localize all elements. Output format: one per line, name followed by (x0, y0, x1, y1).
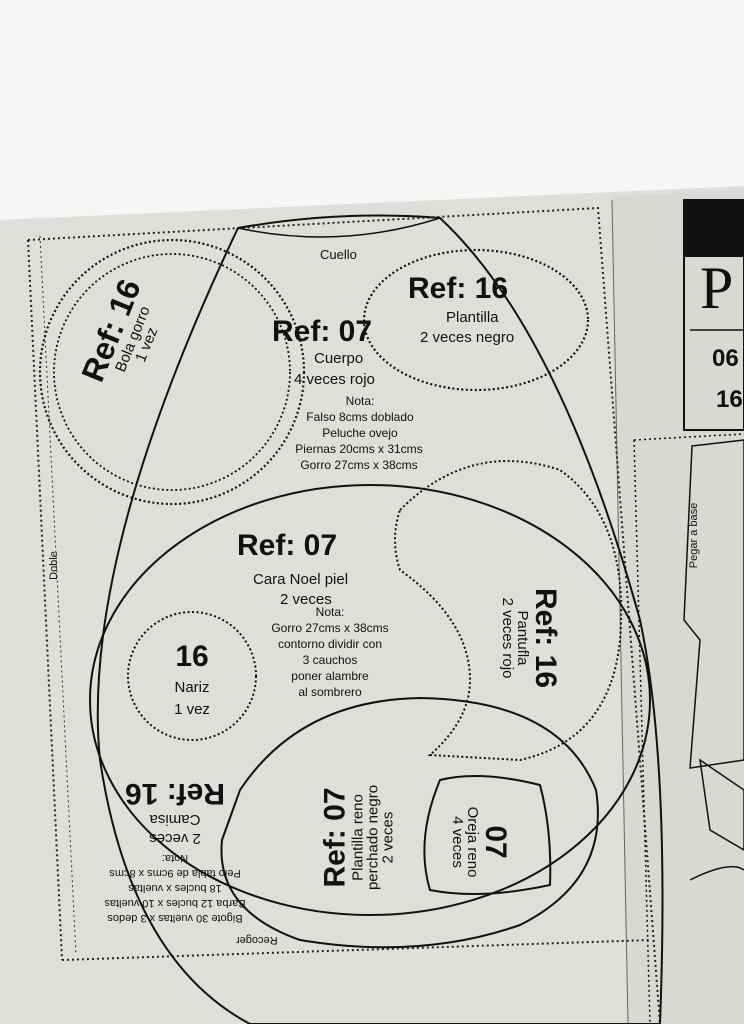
camisa-nota-1: Pelo tabla de 9cms x 8cms (109, 867, 241, 879)
cuerpo-outline (96, 214, 664, 1024)
plantilla-oval (362, 248, 590, 392)
edge-code-1: 06 (712, 345, 739, 372)
camisa-nota-3: Barba 12 bucles x 10 vueltas (104, 897, 246, 909)
oreja-reno-label: 07 Oreja reno 4 veces (449, 782, 512, 902)
plantilla-ref: Ref: 16 (408, 272, 509, 305)
cuerpo-nota-1: Falso 8cms doblado (306, 410, 414, 424)
cara-qty: 2 veces (280, 591, 332, 608)
edge-logo-text: P (700, 255, 734, 321)
camisa-ref: Ref: 16 (124, 777, 226, 810)
plantilla-qty: 2 veces negro (420, 329, 515, 346)
pantufla-qty: 2 veces rojo (499, 597, 516, 679)
plantilla-reno-desc: perchado negro (364, 784, 382, 891)
plantilla-reno-qty: 2 veces (379, 811, 397, 864)
cuerpo-nota-label: Nota: (345, 394, 375, 408)
pantufla-name: Pantufla (514, 610, 531, 666)
cara-nota-label: Nota: (315, 605, 345, 619)
cara-nota-5: al sombrero (298, 685, 362, 699)
camisa-qty: 2 veces (149, 830, 201, 847)
cara-nota-1: Gorro 27cms x 38cms (271, 621, 389, 635)
nariz-num: 16 (175, 640, 209, 673)
label-doble: Doble (47, 551, 60, 580)
cara-nota-3: 3 cauchos (302, 653, 358, 667)
camisa-nota-4: Bigote 30 vueltas x 3 dedos (107, 912, 243, 924)
nariz-qty: 1 vez (174, 701, 210, 718)
cuerpo-nota-2: Peluche ovejo (322, 426, 398, 440)
oreja-reno-qty: 4 veces (449, 816, 466, 868)
cara-ref: Ref: 07 (237, 529, 338, 562)
cuerpo-ref: Ref: 07 (272, 315, 373, 348)
cuerpo-qty: 4 veces rojo (294, 371, 375, 388)
bola-gorro-circle (38, 238, 306, 506)
plantilla-reno-outline (220, 696, 599, 949)
scanned-sheet (0, 186, 744, 1024)
pantufla-ref: Ref: 16 (529, 587, 562, 689)
nariz-circle (127, 611, 257, 741)
oreja-reno-name: Oreja reno (464, 806, 481, 878)
plantilla-reno-name: Plantilla reno (349, 794, 367, 881)
cuerpo-nota-4: Gorro 27cms x 38cms (300, 458, 418, 472)
cara-name: Cara Noel piel (253, 571, 349, 588)
oreja-reno-outline (423, 775, 552, 895)
oreja-reno-num: 07 (479, 825, 512, 859)
cuerpo-name: Cuerpo (314, 350, 364, 367)
camisa-label: Bigote 30 vueltas x 3 dedos Barba 12 buc… (60, 777, 290, 924)
cuerpo-nota-3: Piernas 20cms x 31cms (295, 442, 423, 456)
label-recoger: Recoger (236, 934, 278, 946)
cara-oval (89, 484, 651, 916)
pantufla-outline (394, 460, 623, 762)
plantilla-reno-label: Ref: 07 Plantilla reno perchado negro 2 … (318, 758, 397, 918)
label-cuello: Cuello (320, 247, 357, 262)
dotted-border (27, 206, 661, 1024)
plantilla-reno-ref: Ref: 07 (318, 787, 352, 888)
cara-nota-2: contorno dividir con (277, 637, 383, 651)
camisa-nota-2: 18 bucles x vueltas (128, 882, 222, 894)
plantilla-name: Plantilla (446, 309, 499, 326)
camisa-nota-label: Nota: (161, 852, 189, 864)
edge-code-2: 16 (716, 386, 743, 413)
cara-nota-4: poner alambre (291, 669, 369, 683)
label-pegar-a-base: Pegar a base (688, 502, 701, 569)
pantufla-label: Ref: 16 Pantufla 2 veces rojo (499, 553, 562, 723)
camisa-name: Camisa (149, 811, 201, 828)
nariz-name: Nariz (174, 679, 210, 696)
